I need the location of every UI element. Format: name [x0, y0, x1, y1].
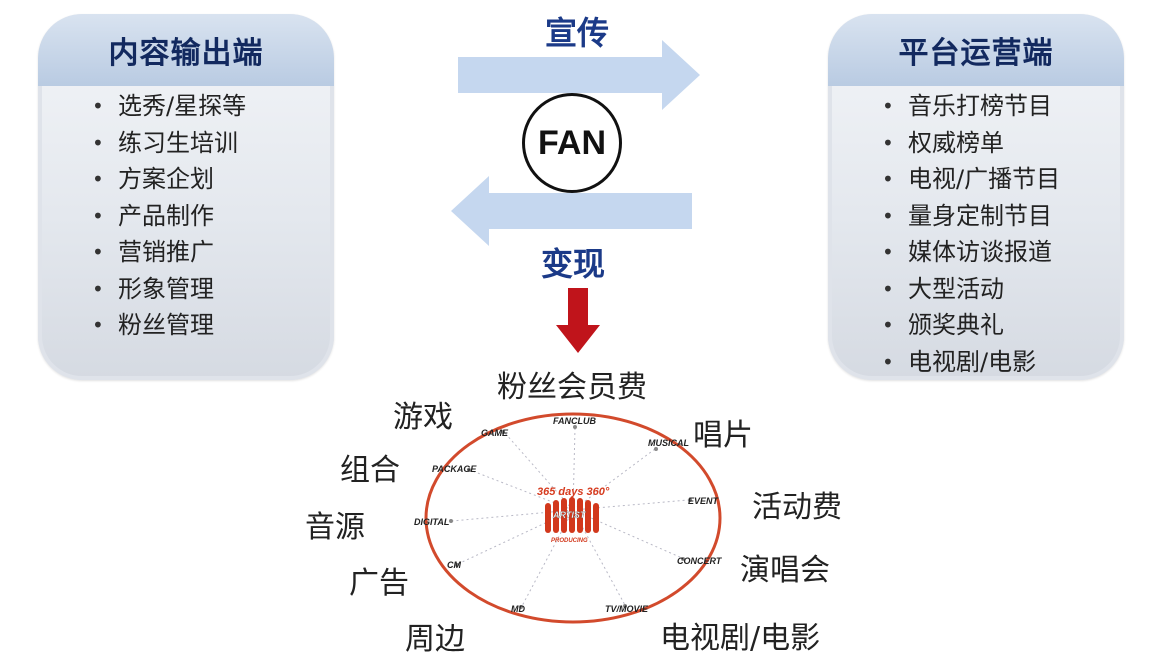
- revenue-package-label: 组合: [340, 453, 400, 488]
- node-event: EVENT: [688, 496, 720, 506]
- list-item: 音乐打榜节目: [882, 88, 1060, 125]
- list-item: 权威榜单: [882, 125, 1060, 162]
- revenue-game-label: 游戏: [393, 400, 453, 435]
- revenue-md-label: 周边: [405, 622, 465, 657]
- fan-circle: FAN: [522, 93, 622, 193]
- revenue-ring: [424, 412, 722, 624]
- list-item: 大型活动: [882, 271, 1060, 308]
- node-dots: [449, 425, 692, 609]
- list-item: 选秀/星探等: [92, 88, 246, 125]
- list-item: 量身定制节目: [882, 198, 1060, 235]
- list-item: 颁奖典礼: [882, 307, 1060, 344]
- content-output-card: 内容输出端 选秀/星探等 练习生培训 方案企划 产品制作 营销推广 形象管理 粉…: [38, 14, 334, 380]
- node-game: GAME: [481, 428, 509, 438]
- platform-operation-title: 平台运营端: [898, 36, 1054, 71]
- promotion-label: 宣传: [545, 14, 610, 52]
- platform-operation-card: 平台运营端 音乐打榜节目 权威榜单 电视/广播节目 量身定制节目 媒体访谈报道 …: [828, 14, 1124, 380]
- revenue-digital-label: 音源: [305, 510, 365, 545]
- revenue-tvmovie-label: 电视剧/电影: [660, 621, 821, 656]
- list-item: 电视/广播节目: [882, 161, 1060, 198]
- platform-operation-header: 平台运营端: [828, 14, 1124, 86]
- list-item: 形象管理: [92, 271, 246, 308]
- node-musical: MUSICAL: [648, 438, 689, 448]
- revenue-concert-label: 演唱会: [740, 553, 830, 588]
- revenue-fanclub-label: 粉丝会员费: [497, 370, 647, 405]
- list-item: 媒体访谈报道: [882, 234, 1060, 271]
- fan-label: FAN: [538, 123, 606, 162]
- content-output-title: 内容输出端: [108, 36, 264, 71]
- revenue-musical-label: 唱片: [693, 418, 753, 453]
- monetization-label: 变现: [541, 245, 606, 283]
- platform-operation-list: 音乐打榜节目 权威榜单 电视/广播节目 量身定制节目 媒体访谈报道 大型活动 颁…: [882, 88, 1060, 380]
- center-word: ARTIST: [552, 510, 587, 520]
- node-tvmovie: TV/MOVIE: [605, 604, 649, 614]
- list-item: 粉丝管理: [92, 307, 246, 344]
- artist-silhouettes-icon: [545, 497, 599, 533]
- node-package: PACKAGE: [432, 464, 477, 474]
- center-caption: 365 days 360°: [537, 486, 610, 498]
- content-output-list: 选秀/星探等 练习生培训 方案企划 产品制作 营销推广 形象管理 粉丝管理: [92, 88, 246, 344]
- list-item: 产品制作: [92, 198, 246, 235]
- revenue-cm-label: 广告: [349, 566, 409, 601]
- list-item: 练习生培训: [92, 125, 246, 162]
- node-md: MD: [511, 604, 525, 614]
- revenue-event-label: 活动费: [752, 490, 842, 525]
- list-item: 方案企划: [92, 161, 246, 198]
- content-output-header: 内容输出端: [38, 14, 334, 86]
- node-cm: CM: [447, 560, 461, 570]
- center-sub: PRODUCING: [551, 538, 588, 544]
- list-item: 营销推广: [92, 234, 246, 271]
- list-item: 电视剧/电影: [882, 344, 1060, 381]
- node-digital: DIGITAL: [414, 517, 449, 527]
- node-concert: CONCERT: [677, 556, 723, 566]
- node-fanclub: FANCLUB: [553, 416, 596, 426]
